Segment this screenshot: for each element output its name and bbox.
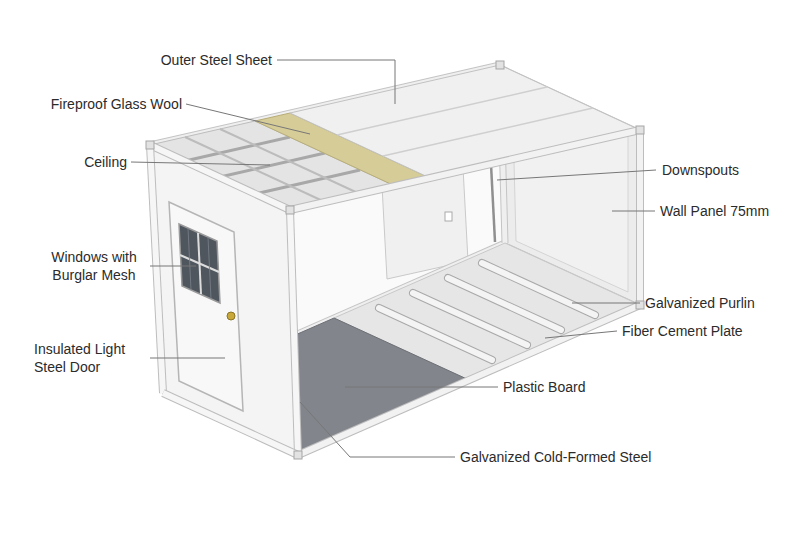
leader-lines <box>131 60 656 457</box>
corner-castings <box>146 61 644 459</box>
part-label: Galvanized Cold-Formed Steel <box>460 448 651 466</box>
part-label: Ceiling <box>84 153 127 171</box>
part-label: Downspouts <box>662 161 739 179</box>
part-label: Outer Steel Sheet <box>161 51 272 69</box>
part-label: Windows with Burglar Mesh <box>42 248 146 284</box>
part-label: Wall Panel 75mm <box>660 202 769 220</box>
part-label: Galvanized Purlin <box>645 294 755 312</box>
part-label: Fireproof Glass Wool <box>51 95 182 113</box>
part-label: Plastic Board <box>503 378 585 396</box>
end-face <box>150 145 298 455</box>
side-frame <box>290 130 640 455</box>
part-label: Fiber Cement Plate <box>622 322 743 340</box>
part-label: Insulated Light Steel Door <box>34 340 146 376</box>
